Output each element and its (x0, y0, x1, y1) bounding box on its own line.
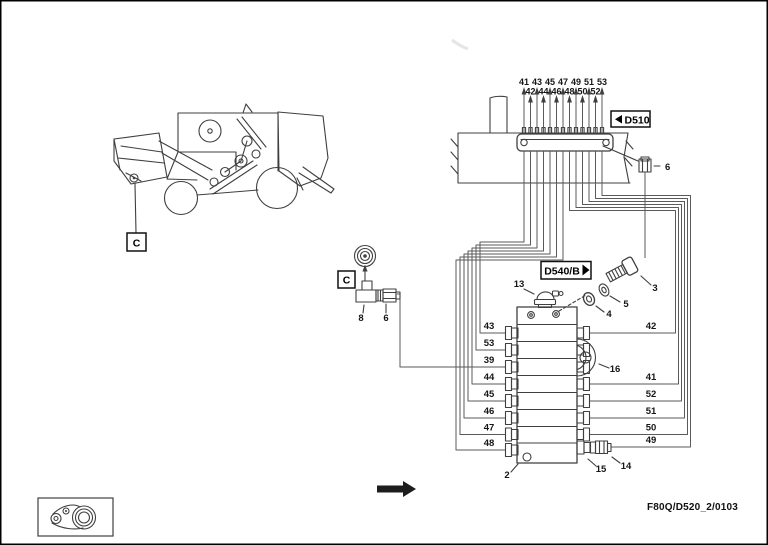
wire-label: 42 (646, 321, 657, 332)
wiring-harness (397, 151, 691, 451)
eyelet-16: 16 (576, 338, 621, 377)
pin-number: 49 (571, 77, 581, 87)
machine-location-ref: C (126, 183, 147, 252)
wire-label: 52 (646, 389, 657, 400)
washer-5 (598, 283, 610, 297)
wire-label: 45 (484, 389, 495, 400)
d540-label: D540/B (544, 266, 580, 278)
pin-numbers-top: 41 43 45 47 49 51 53 (519, 77, 607, 87)
wire-label: 47 (484, 423, 495, 434)
callout-15: 15 (596, 464, 607, 475)
wire-label: 41 (646, 372, 657, 383)
pin-number: 46 (551, 87, 561, 97)
block-bottom-port (522, 452, 532, 462)
pin-number: 50 (577, 87, 587, 97)
wire-label: 49 (646, 435, 657, 446)
rear-wheel (255, 166, 299, 210)
right-pointer-icon (582, 264, 590, 276)
callout-6: 6 (665, 162, 670, 173)
pin-number: 41 (519, 77, 529, 87)
ref-box-letter: C (133, 238, 141, 250)
front-wheel (163, 180, 199, 216)
pin-number: 44 (538, 87, 548, 97)
panel-post (489, 95, 508, 134)
callout-6: 6 (383, 313, 388, 324)
fastener-set: 3 5 4 (558, 256, 658, 320)
callout-16: 16 (610, 364, 621, 375)
pin-number: 45 (545, 77, 555, 87)
bulkhead-fitting-6: 6 (602, 145, 670, 258)
d510-tag: D510 (610, 110, 651, 128)
wire-label: 43 (484, 321, 495, 332)
adapter-and-plug: 15 14 (576, 440, 632, 475)
callout-2: 2 (504, 470, 509, 481)
pin-number: 43 (532, 77, 542, 87)
next-arrow-icon (377, 481, 416, 497)
callout-4: 4 (606, 309, 612, 320)
wire-label: 53 (484, 338, 495, 349)
pin-number: 53 (597, 77, 607, 87)
callout-8: 8 (358, 313, 363, 324)
pin-number: 52 (590, 87, 600, 97)
valve-block-d540: 13 D540/B 3 5 (504, 256, 658, 481)
connector-d510: 41 43 45 47 49 51 53 42 44 46 48 50 52 D… (516, 77, 651, 152)
combine-harvester-illustration (113, 103, 335, 216)
nut-4 (582, 292, 596, 306)
wire-49 (601, 151, 691, 448)
bolt-3 (605, 256, 639, 283)
sensor-wire-39 (397, 293, 506, 368)
wire-label: 44 (484, 372, 495, 383)
pin-number: 48 (564, 87, 574, 97)
cap-13: 13 (514, 279, 564, 309)
pin-numbers-bottom: 42 44 46 48 50 52 (525, 87, 600, 97)
figure-code: F80Q/D520_2/0103 (647, 502, 738, 513)
belt-drive-legend-icon (37, 497, 114, 537)
scan-smudge (451, 38, 469, 51)
connector-body (516, 133, 614, 152)
left-pointer-icon (615, 115, 622, 124)
pin-number: 42 (525, 87, 535, 97)
sensor-assembly: C 8 6 (337, 244, 401, 324)
callout-5: 5 (623, 299, 629, 310)
wire-label: 48 (484, 438, 495, 449)
callout-3: 3 (652, 283, 657, 294)
sensor-location-mark (129, 173, 139, 183)
ref-box-frame (126, 232, 147, 252)
up-arrow-icon (362, 264, 368, 272)
ref-box-letter: C (343, 275, 351, 287)
wire-label: 39 (484, 355, 495, 366)
wire-label: 50 (646, 423, 657, 434)
wire-labels-right: 42 41 52 51 50 49 (646, 321, 657, 446)
d540-tag: D540/B (540, 260, 592, 280)
pin-number: 47 (558, 77, 568, 87)
callout-14: 14 (621, 461, 632, 472)
wire-labels-left: 43 53 39 44 45 46 47 48 (484, 321, 495, 449)
wire-label: 51 (646, 406, 657, 417)
d510-label: D510 (625, 115, 650, 127)
callout-13: 13 (514, 279, 525, 290)
pin-number: 51 (584, 77, 594, 87)
wire-label: 46 (484, 406, 495, 417)
ref-box-frame (337, 270, 356, 289)
